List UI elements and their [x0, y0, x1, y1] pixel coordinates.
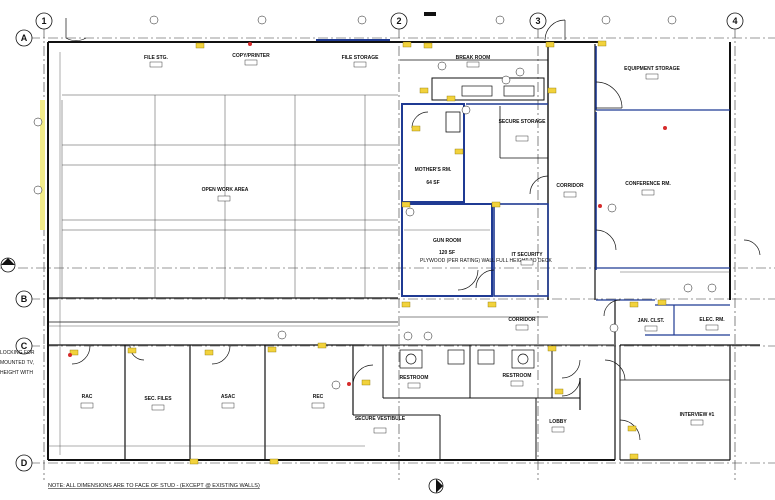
room-label-file-stg: FILE STG. — [144, 55, 169, 61]
room-label-mothers-rm: MOTHER'S RM. — [415, 167, 452, 173]
exterior-walls — [47, 41, 760, 461]
room-labels: FILE STG. COPY/PRINTER FILE STORAGE BREA… — [82, 53, 726, 425]
room-label-file-storage: FILE STORAGE — [342, 55, 380, 61]
room-number-tags — [80, 59, 719, 434]
room-label-interview-1: INTERVIEW #1 — [680, 412, 715, 418]
room-label-it-security: IT SECURITY — [511, 252, 543, 258]
grid-bubble-col-4: 4 — [726, 12, 744, 30]
general-note: NOTE: ALL DIMENSIONS ARE TO FACE OF STUD… — [48, 483, 260, 489]
room-label-equipment-storage: EQUIPMENT STORAGE — [624, 66, 680, 72]
left-edge-note: LOCKING FOR MOUNTED TV, HEIGHT WITH — [0, 350, 35, 376]
grid-row-b-label: B — [21, 294, 28, 304]
room-label-elec-rm: ELEC. RM. — [699, 317, 725, 323]
grid-col-1-label: 1 — [41, 16, 46, 26]
section-marker-top-icon — [424, 12, 436, 16]
grid-lines — [0, 28, 775, 480]
grid-row-d-label: D — [21, 458, 28, 468]
room-label-asac: ASAC — [221, 394, 236, 400]
room-label-mothers-rm-area: 64 SF — [426, 180, 439, 186]
room-label-restroom-2: RESTROOM — [503, 373, 532, 379]
room-label-sec-files: SEC. FILES — [144, 396, 172, 402]
grid-row-c-label: C — [21, 341, 28, 351]
grid-bubble-row-a: A — [15, 29, 33, 47]
left-edge-note-line-1: LOCKING FOR — [0, 350, 35, 356]
room-label-gun-room: GUN ROOM — [433, 238, 461, 244]
room-label-corridor-2: CORRIDOR — [508, 317, 536, 323]
room-label-conference-rm: CONFERENCE RM. — [625, 181, 671, 187]
gun-room-callout: PLYWOOD (PER RATING) WALL FULL HEIGHT TO… — [420, 258, 552, 264]
left-edge-note-line-3: HEIGHT WITH — [0, 370, 33, 376]
room-label-secure-vestibule: SECURE VESTIBULE — [355, 416, 406, 422]
grid-row-a-label: A — [21, 33, 28, 43]
grid-bubble-col-1: 1 — [35, 12, 53, 30]
grid-col-4-label: 4 — [732, 16, 737, 26]
room-label-copy-printer: COPY/PRINTER — [232, 53, 270, 59]
door-tag-bubbles — [33, 15, 717, 390]
room-label-gun-room-area: 120 SF — [439, 250, 455, 256]
grid-bubble-row-b: B — [15, 290, 33, 308]
room-label-restroom-1: RESTROOM — [400, 375, 429, 381]
room-label-open-work-area: OPEN WORK AREA — [202, 187, 249, 193]
room-label-secure-storage: SECURE STORAGE — [499, 119, 547, 125]
new-partitions — [316, 39, 730, 336]
section-marker-bottom-icon — [428, 478, 444, 494]
keynote-tags — [69, 40, 667, 465]
grid-bubble-col-3: 3 — [529, 12, 547, 30]
room-label-jan-clst: JAN. CLST. — [638, 318, 665, 324]
grid-col-3-label: 3 — [535, 16, 540, 26]
room-label-rec: REC — [313, 394, 324, 400]
section-marker-left-icon — [0, 257, 16, 273]
interior-walls — [124, 59, 730, 460]
room-label-corridor-1: CORRIDOR — [556, 183, 584, 189]
grid-bubble-row-c: C — [15, 337, 33, 355]
plumbing-fixtures — [399, 85, 535, 369]
room-label-break-room: BREAK ROOM — [456, 55, 491, 61]
left-edge-note-line-2: MOUNTED TV, — [0, 360, 34, 366]
grid-bubble-col-2: 2 — [390, 12, 408, 30]
dimension-strings — [48, 52, 730, 455]
open-work-area-structure — [40, 94, 398, 298]
room-label-lobby: LOBBY — [549, 419, 567, 425]
room-label-rac: RAC — [82, 394, 93, 400]
revision-marks — [68, 42, 667, 386]
grid-col-2-label: 2 — [396, 16, 401, 26]
grid-bubble-row-d: D — [15, 454, 33, 472]
